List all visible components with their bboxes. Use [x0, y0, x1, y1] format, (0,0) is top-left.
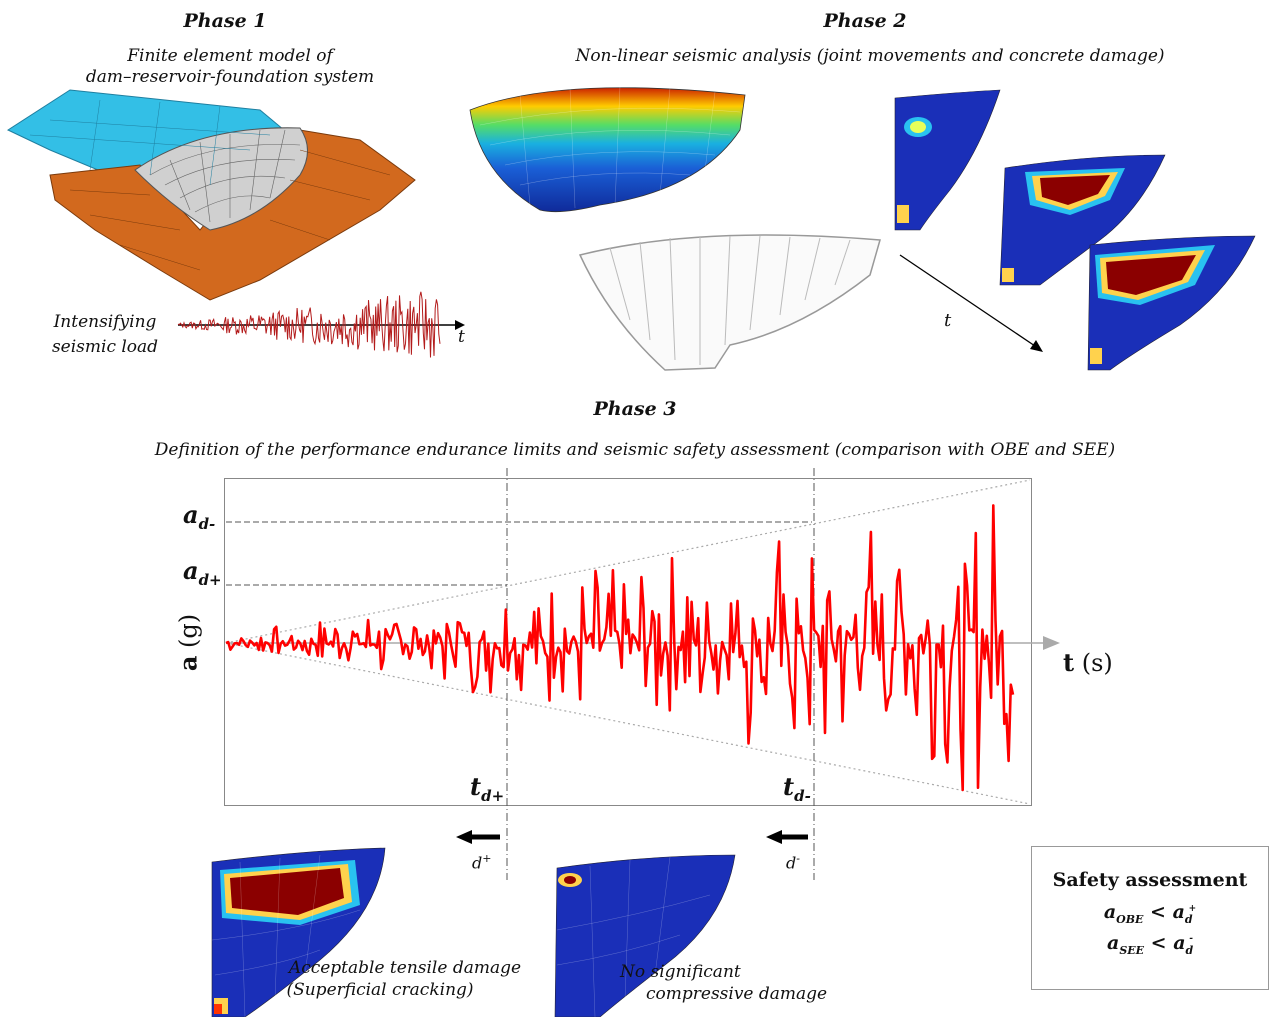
safety-row2-a: a [1107, 931, 1120, 954]
t-dminus-label: td- [783, 772, 811, 805]
chart-frame [224, 478, 1032, 806]
d-minus-label: d- [786, 852, 800, 872]
safety-row1-lt: < [1150, 901, 1166, 923]
damage-panel-2 [999, 154, 1166, 286]
a-dplus-label: ad+ [183, 556, 222, 589]
phase1-caption-line2: dam–reservoir-foundation system [85, 67, 375, 87]
t-dminus-main: t [783, 772, 795, 801]
time-axis-arrowhead [1043, 636, 1060, 650]
a-dplus-main: a [183, 556, 199, 585]
d-plus-main: d [472, 853, 483, 873]
small-time-label: t [458, 327, 465, 347]
d-plus-label: d+ [472, 852, 491, 872]
safety-row2-lt: < [1150, 931, 1167, 954]
phase2-title: Phase 2 [823, 10, 907, 32]
damage-panel-1 [894, 89, 1001, 231]
safety-row1-bsub: d [1184, 912, 1193, 926]
phase2-caption: Non-linear seismic analysis (joint movem… [575, 46, 1165, 66]
d-minus-sup: - [796, 852, 800, 865]
phase1-caption-line1: Finite element model of [127, 46, 333, 66]
safety-title: Safety assessment [1052, 869, 1248, 891]
a-dminus-main: a [183, 500, 199, 529]
phase3-title: Phase 3 [593, 398, 677, 420]
tensile-caption-line1: Acceptable tensile damage [288, 958, 522, 978]
safety-row2-sub: SEE [1119, 943, 1145, 957]
safety-row-obe: aOBE < ad+ [1032, 901, 1268, 926]
a-dplus-sub: d+ [198, 570, 222, 589]
safety-row2-b: a [1173, 931, 1186, 954]
safety-row2-bsub: d [1185, 943, 1194, 957]
safety-row1-sub: OBE [1116, 912, 1144, 926]
d-minus-main: d [786, 853, 797, 873]
x-axis-label-unit: (s) [1081, 649, 1113, 677]
damage-panel-3 [1087, 235, 1256, 371]
a-dminus-sub: d- [198, 514, 216, 533]
x-axis-label: t (s) [1063, 648, 1113, 677]
safety-row1-b: a [1172, 901, 1185, 923]
dam-displacement-contour [469, 87, 746, 213]
foundation-shape [49, 129, 416, 301]
a-dminus-label: ad- [183, 500, 215, 533]
dam-joint-wireframe [578, 234, 881, 371]
y-axis-label-unit: (g) [174, 613, 203, 648]
load-label-line1: Intensifying [53, 312, 157, 332]
safety-row1-a: a [1103, 901, 1117, 923]
phase2-time-label: t [944, 310, 952, 331]
d-minus-arrowhead [766, 830, 782, 844]
t-dplus-label: td+ [470, 772, 504, 805]
phase1-title: Phase 1 [183, 10, 267, 32]
d-plus-arrowhead [456, 830, 472, 844]
phase2-time-arrowhead [1030, 340, 1043, 352]
t-dminus-sub: d- [794, 786, 811, 805]
safety-row1-bsup: + [1188, 903, 1197, 914]
t-dplus-main: t [470, 772, 482, 801]
d-plus-sup: + [482, 852, 492, 865]
compressive-caption-line1: No significant [620, 962, 741, 982]
t-dplus-sub: d+ [481, 786, 505, 805]
safety-assessment-box: Safety assessment aOBE < ad+ aSEE < ad- [1031, 846, 1269, 990]
x-axis-label-main: t [1063, 648, 1075, 677]
phase3-caption: Definition of the performance endurance … [154, 440, 1116, 460]
small-signal-line [177, 291, 441, 358]
dam-shell-shape [134, 127, 308, 231]
phase2-time-arrow [899, 254, 1036, 347]
safety-row2-bsup: - [1189, 934, 1193, 945]
y-axis-label: a (g) [174, 603, 203, 683]
safety-row-see: aSEE < ad- [1032, 932, 1268, 957]
reservoir-shape [6, 89, 321, 201]
compressive-caption-line2: compressive damage [646, 984, 828, 1004]
tensile-caption-line2: (Superficial cracking) [286, 980, 474, 1000]
load-label-line2: seismic load [51, 337, 159, 357]
y-axis-label-main: a [173, 655, 203, 672]
